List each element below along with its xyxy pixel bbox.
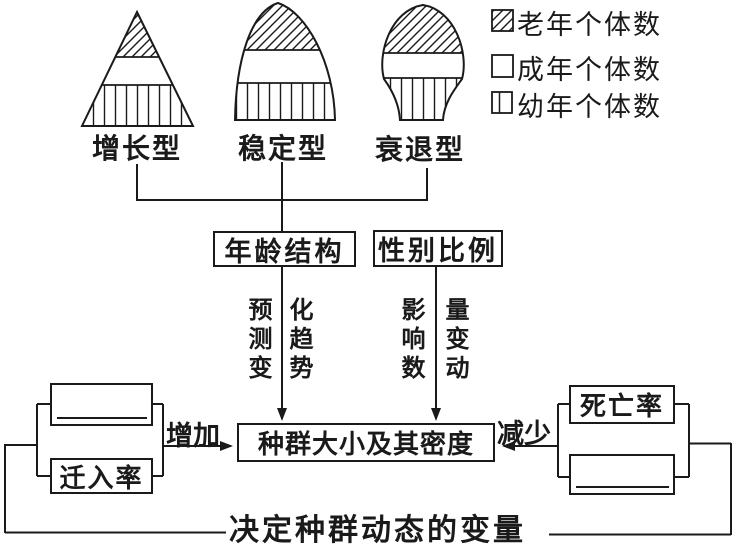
down-arrows bbox=[277, 267, 441, 421]
decrease-label: 减少 bbox=[497, 419, 551, 450]
pyramid-growth-shape bbox=[80, 9, 195, 127]
immigration-rate-box: 迁入率 bbox=[50, 458, 153, 494]
blank-birth-rate-box bbox=[50, 383, 153, 426]
pyramid-bracket bbox=[136, 162, 428, 231]
footer-caption: 决定种群动态的变量 bbox=[229, 513, 526, 546]
age-structure-box: 年龄结构 bbox=[213, 231, 356, 268]
pyramid-growth-label: 增长型 bbox=[91, 132, 182, 165]
legend-old-label: 老年个体数 bbox=[517, 10, 662, 41]
legend-young-label: 幼年个体数 bbox=[517, 92, 662, 123]
pyramid-decline-shape bbox=[381, 3, 465, 121]
pyramid-stable-label: 稳定型 bbox=[237, 132, 328, 165]
population-size-density-box: 种群大小及其密度 bbox=[237, 423, 495, 462]
fill-in-blank-line bbox=[57, 417, 147, 419]
diagonal-hatch-square-icon bbox=[491, 9, 514, 32]
pyramid-decline-label: 衰退型 bbox=[374, 133, 465, 166]
empty-square-icon bbox=[491, 54, 514, 78]
right-connectors bbox=[502, 403, 732, 536]
death-rate-box: 死亡率 bbox=[569, 385, 675, 424]
fill-in-blank-line bbox=[576, 486, 669, 488]
predict-change-left-text: 预测变 bbox=[244, 297, 273, 384]
affect-quantity-right-text: 量变动 bbox=[441, 297, 470, 384]
predict-change-right-text: 化趋势 bbox=[285, 297, 314, 384]
vertical-stripe-square-icon bbox=[491, 91, 513, 114]
left-connectors bbox=[4, 403, 233, 534]
increase-label: 增加 bbox=[166, 421, 220, 452]
pyramid-stable-shape bbox=[233, 1, 337, 121]
affect-quantity-left-text: 影响数 bbox=[397, 297, 426, 384]
sex-ratio-box: 性别比例 bbox=[373, 230, 503, 267]
legend-icons bbox=[491, 9, 514, 114]
legend-adult-label: 成年个体数 bbox=[517, 55, 662, 86]
blank-emigration-rate-box bbox=[569, 454, 675, 495]
